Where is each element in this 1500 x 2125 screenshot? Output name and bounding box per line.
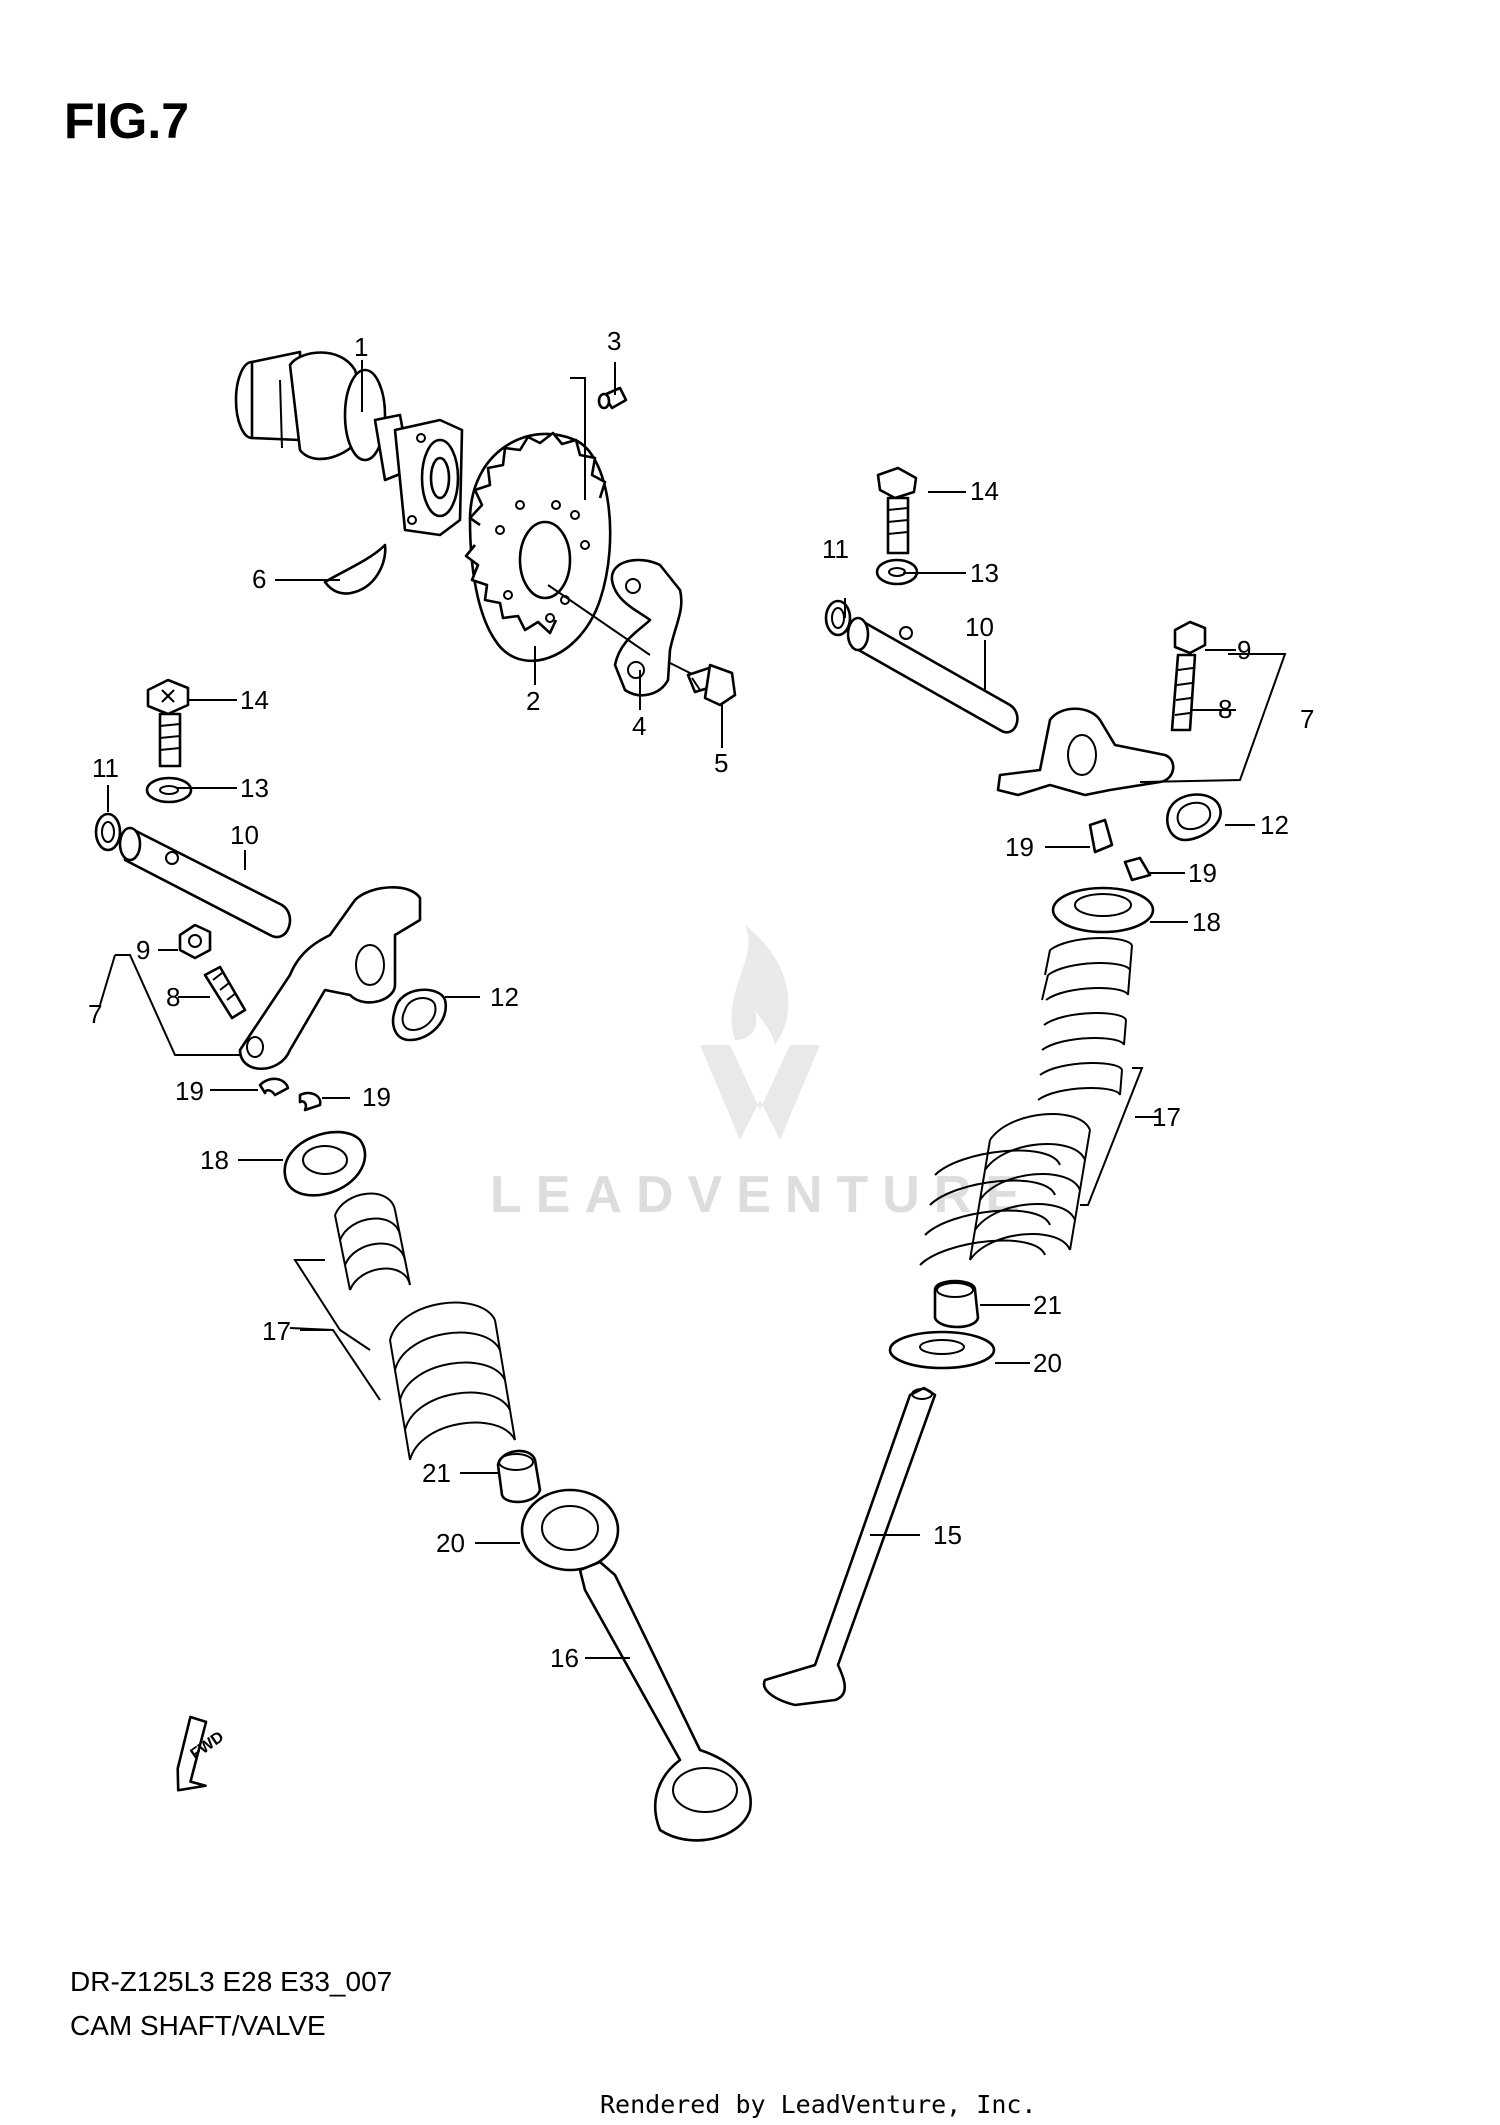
- callout-18-left: 18: [200, 1145, 229, 1175]
- left-spring-seat-part: [520, 1488, 620, 1572]
- right-rocker-arm-part: [996, 707, 1175, 797]
- callout-17-left: 17: [262, 1316, 291, 1346]
- knock-pin-part: [597, 386, 628, 410]
- watermark-logo: [700, 925, 820, 1140]
- right-cam-gasket-part: [1165, 793, 1222, 842]
- left-washer-part: [145, 776, 193, 804]
- camshaft-part: [234, 350, 464, 537]
- callout-11-right: 11: [822, 534, 849, 564]
- right-adjust-screw-part: [1170, 653, 1197, 732]
- left-valve-seal-part: [496, 1449, 542, 1504]
- callout-10-left: 10: [230, 820, 259, 850]
- callout-1: 1: [354, 332, 368, 362]
- callout-7-left: 7: [88, 999, 102, 1029]
- left-adjust-nut-part: [178, 923, 212, 960]
- callout-13-right: 13: [970, 558, 999, 588]
- callout-12-right: 12: [1260, 810, 1289, 840]
- callout-19-right-a: 19: [1005, 832, 1034, 862]
- right-outer-spring-part: [919, 1113, 1091, 1266]
- right-rocker-shaft-part: [846, 616, 1019, 734]
- left-cotter-part: [258, 1077, 322, 1112]
- right-adjust-nut-part: [1173, 620, 1207, 655]
- left-inner-spring-part: [334, 1192, 411, 1291]
- callout-19-left-b: 19: [362, 1082, 391, 1112]
- callout-4: 4: [632, 711, 646, 741]
- left-adjust-screw-part: [203, 965, 247, 1020]
- callout-12-left: 12: [490, 982, 519, 1012]
- sprocket-bolt-part: [686, 663, 737, 707]
- right-valve-seal-part: [933, 1279, 980, 1329]
- callout-14-left: 14: [240, 685, 269, 715]
- right-spring-seat-part: [888, 1330, 996, 1370]
- exhaust-valve-part: [762, 1386, 937, 1707]
- right-inner-spring-part: [1037, 937, 1133, 1101]
- left-rocker-bolt-part: [146, 678, 190, 768]
- figure-title: FIG.7: [64, 93, 190, 149]
- right-o-ring-part: [824, 599, 852, 637]
- callout-21-right: 21: [1033, 1290, 1062, 1320]
- callout-16: 16: [550, 1643, 579, 1673]
- render-credit: Rendered by LeadVenture, Inc.: [600, 2090, 1037, 2119]
- left-rocker-shaft-part: [118, 826, 292, 939]
- half-ring-part: [323, 543, 387, 595]
- diagram-name: CAM SHAFT/VALVE: [70, 2010, 326, 2041]
- right-cotter-part: [1088, 818, 1152, 882]
- callout-6: 6: [252, 564, 266, 594]
- callout-19-left-a: 19: [175, 1076, 204, 1106]
- callout-9-left: 9: [136, 935, 150, 965]
- callout-3: 3: [607, 326, 621, 356]
- callout-5: 5: [714, 748, 728, 778]
- callout-7-right: 7: [1300, 704, 1314, 734]
- callout-21-left: 21: [422, 1458, 451, 1488]
- intake-valve-part: [578, 1560, 752, 1842]
- left-outer-spring-part: [389, 1301, 516, 1461]
- callout-9-right: 9: [1237, 635, 1251, 665]
- leader-lines: [99, 360, 1287, 1659]
- left-retainer-part: [283, 1130, 367, 1197]
- callout-17-right: 17: [1152, 1102, 1181, 1132]
- callout-18-right: 18: [1192, 907, 1221, 937]
- callout-2: 2: [526, 686, 540, 716]
- callout-labels: 1 2 3 4 5 6 14 13 11 10 9 8 7 12 19 19 1…: [88, 326, 1314, 1673]
- callout-8-right: 8: [1218, 694, 1232, 724]
- model-code: DR-Z125L3 E28 E33_007: [70, 1966, 393, 1997]
- left-rocker-arm-part: [238, 886, 422, 1071]
- right-retainer-part: [1051, 886, 1155, 934]
- callout-14-right: 14: [970, 476, 999, 506]
- callout-19-right-b: 19: [1188, 858, 1217, 888]
- fwd-arrow-icon: FWD: [176, 1715, 227, 1792]
- right-rocker-bolt-part: [876, 466, 918, 555]
- callout-20-left: 20: [436, 1528, 465, 1558]
- left-cam-gasket-part: [391, 988, 448, 1042]
- callout-15: 15: [933, 1520, 962, 1550]
- callout-11-left: 11: [92, 753, 119, 783]
- callout-13-left: 13: [240, 773, 269, 803]
- callout-10-right: 10: [965, 612, 994, 642]
- watermark-text: LEADVENTURE: [490, 1166, 1035, 1224]
- lock-plate-part: [610, 558, 683, 697]
- left-o-ring-part: [94, 812, 122, 852]
- callout-20-right: 20: [1033, 1348, 1062, 1378]
- callout-8-left: 8: [166, 982, 180, 1012]
- cam-sprocket-part: [464, 431, 612, 663]
